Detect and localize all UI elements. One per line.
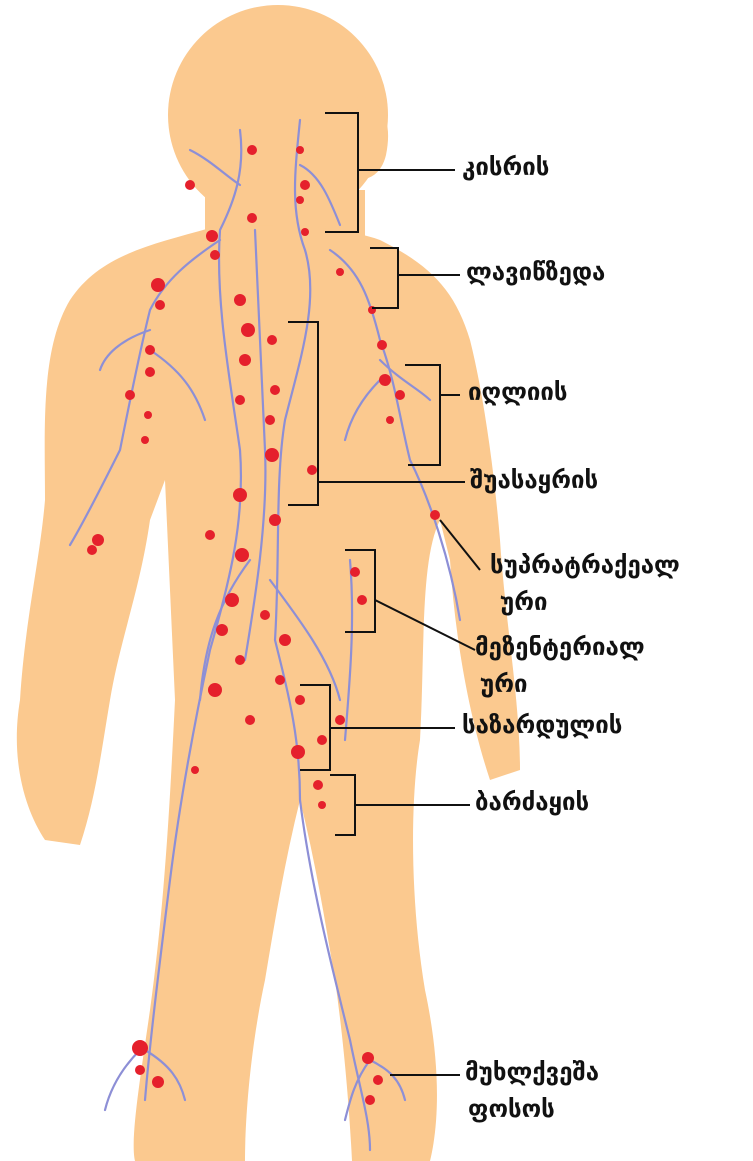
body-silhouette bbox=[17, 5, 520, 1161]
label-ureter: საზარდულის bbox=[462, 713, 622, 737]
label-popliteal-line1: მუხლქვეშა bbox=[465, 1060, 599, 1084]
label-cervical: კისრის bbox=[462, 155, 549, 179]
label-supraclavicular: ლავიწზედა bbox=[466, 260, 605, 284]
label-inguinal: ბარძაყის bbox=[475, 790, 589, 814]
label-popliteal-line2: ფოსოს bbox=[468, 1097, 555, 1121]
label-mesenteric-line2: ური bbox=[480, 672, 527, 696]
label-mesenteric-line1: მეზენტერიალ bbox=[475, 635, 645, 659]
torso-and-arms bbox=[17, 225, 520, 1161]
label-mediastinal: შუასაყრის bbox=[470, 468, 598, 492]
label-axillary: იღლიის bbox=[468, 380, 568, 404]
label-supratrochlear-line1: სუპრატრაქეალ bbox=[490, 553, 680, 577]
label-supratrochlear-line2: ური bbox=[500, 590, 547, 614]
